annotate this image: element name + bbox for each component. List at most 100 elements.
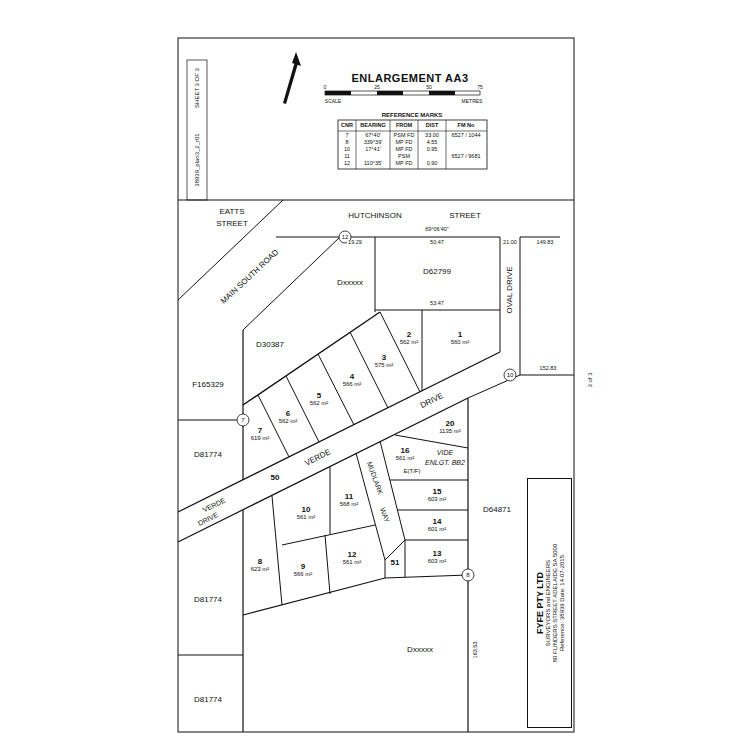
drawing-title: ENLARGEMENT AA3 — [350, 73, 469, 84]
lot-number: 11 — [340, 493, 359, 501]
lot-parcel: 6562 m² — [279, 410, 298, 425]
lot-number: 7 — [251, 427, 270, 435]
lot-number: 10 — [297, 506, 316, 514]
lot-area: 562 m² — [400, 339, 419, 345]
lot-parcel: 10561 m² — [297, 506, 316, 521]
table-cell: DIST — [425, 123, 440, 129]
table-cell: 17°41' — [364, 147, 382, 153]
company-detail: 80 FLINDERS STREET ADELAIDE SA 5000 — [551, 544, 558, 663]
lot-parcel: 8623 m² — [251, 558, 270, 573]
table-cell: 10 — [343, 147, 351, 153]
lot-number: 14 — [428, 518, 447, 526]
lot-area: 566 m² — [294, 571, 313, 577]
table-cell: 33.00 — [424, 133, 440, 139]
road-name: VIDE — [436, 449, 454, 456]
dimension: 21.00 — [502, 240, 518, 246]
table-cell: 110°35' — [363, 161, 383, 167]
lot-parcel: 9566 m² — [294, 563, 313, 578]
sheet-tab — [187, 60, 207, 200]
lot-number: 16 — [396, 447, 415, 455]
lot-area: 603 m² — [428, 558, 447, 564]
road-name: DRIVE — [418, 392, 445, 411]
road-name: ENLGT. BB2 — [424, 459, 466, 466]
lot-parcel: 201135 m² — [439, 420, 461, 435]
table-cell: 7 — [344, 133, 349, 139]
lot-area: 561 m² — [297, 514, 316, 520]
dimension: 53.47 — [429, 301, 445, 307]
table-cell: 8 — [344, 140, 349, 146]
lot-number: 50 — [271, 474, 280, 482]
table-cell: 6527 / 9681 — [450, 154, 481, 160]
road-name: OVAL DRIVE — [506, 265, 514, 314]
table-cell: MP FD — [394, 147, 413, 153]
company-detail: Reference: 38939 Date: 14-07-2015 — [558, 555, 565, 651]
road-name: VERDE — [303, 448, 333, 468]
sheet-note: SHEET 3 OF 3 — [194, 67, 200, 109]
sheet-note: 38939_plan3_2_r01 — [194, 132, 200, 187]
lot-parcel: 1560 m² — [451, 331, 470, 346]
lot-parcel: 7619 m² — [251, 427, 270, 442]
lot-area: 619 m² — [251, 435, 270, 441]
lot-parcel: 12561 m² — [343, 551, 362, 566]
road-name: STREET — [215, 220, 249, 228]
parcel-id: D30387 — [255, 341, 285, 349]
road-name: E(T/F) — [403, 468, 422, 474]
lot-number: 20 — [439, 420, 461, 428]
lot-area: 1135 m² — [439, 428, 461, 434]
lot-number: 2 — [400, 331, 419, 339]
parcel-id: D62799 — [422, 268, 452, 276]
lot-parcel: 15603 m² — [428, 488, 447, 503]
reference-table — [338, 120, 487, 169]
scale-text: METRES — [461, 99, 484, 104]
table-cell: 11 — [343, 154, 351, 160]
lot-number: 51 — [391, 559, 400, 567]
lot-parcel: 14601 m² — [428, 518, 447, 533]
parcel-id: D64871 — [482, 506, 512, 514]
scale-text: 75 — [476, 85, 484, 90]
parcel-id: Dxxxxx — [336, 279, 364, 287]
lot-parcel: 4566 m² — [343, 373, 362, 388]
table-cell: PSM FD — [393, 133, 416, 139]
dimension: 163.53 — [473, 641, 479, 660]
table-cell: 6527 / 1044 — [450, 133, 481, 139]
lot-area: 601 m² — [428, 526, 447, 532]
table-cell: 0.95 — [426, 147, 439, 153]
lot-area: 566 m² — [343, 381, 362, 387]
road-name: MAIN SOUTH ROAD — [219, 248, 281, 307]
parcel-id: D81774 — [193, 596, 223, 604]
lot-area: 562 m² — [310, 400, 329, 406]
lot-number: 6 — [279, 410, 298, 418]
road-name: EATTS — [218, 208, 245, 216]
lot-area: 561 m² — [396, 455, 415, 461]
lot-area: 561 m² — [343, 559, 362, 565]
road-name: HUTCHINSON — [347, 212, 402, 220]
table-cell: FM No — [457, 123, 476, 129]
table-cell: PSM — [397, 154, 411, 160]
table-cell: 4.55 — [426, 140, 439, 146]
scale-text: 0 — [323, 85, 328, 90]
lot-number: 5 — [310, 392, 329, 400]
lot-number: 4 — [343, 373, 362, 381]
lot-number: 12 — [343, 551, 362, 559]
lot-area: 562 m² — [279, 418, 298, 424]
company-name: FYFE PTY LTD — [534, 572, 544, 634]
road-name: DRIVE — [196, 511, 220, 528]
table-cell: MP FD — [394, 161, 413, 167]
company-detail: SURVEYORS and ENGINEERS — [544, 560, 551, 646]
sheet-note: 3 of 3 — [587, 371, 593, 388]
parcel-id: Dxxxxx — [406, 646, 434, 654]
lot-area: 560 m² — [451, 339, 470, 345]
lot-parcel: 3575 m² — [375, 354, 394, 369]
mark-number: 8 — [466, 572, 469, 578]
lot-number: 3 — [375, 354, 394, 362]
table-cell: 67°40' — [364, 133, 382, 139]
mark-number: 10 — [507, 372, 514, 378]
lot-parcel: 16561 m² — [396, 447, 415, 462]
dimension: 152.83 — [539, 366, 558, 372]
lot-number: 15 — [428, 488, 447, 496]
north-arrow — [283, 58, 299, 104]
table-cell: 0.90 — [426, 161, 439, 167]
lot-area: 603 m² — [428, 496, 447, 502]
